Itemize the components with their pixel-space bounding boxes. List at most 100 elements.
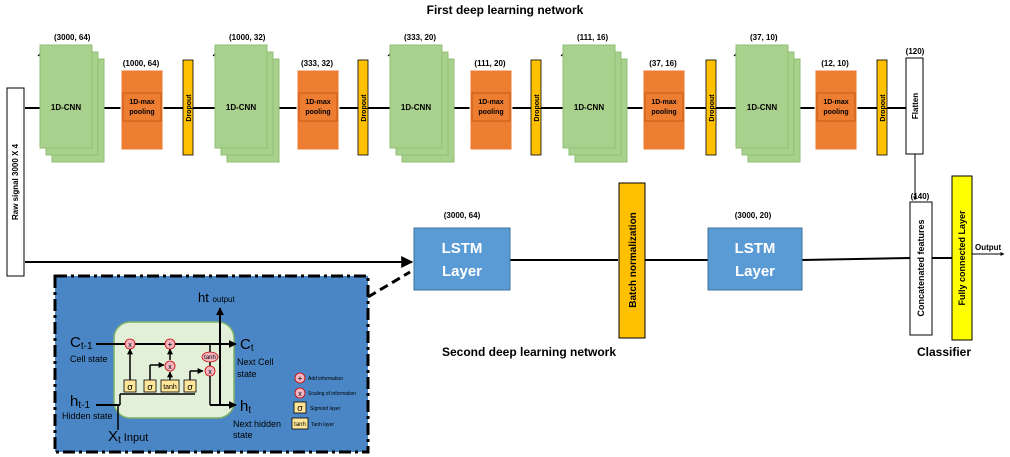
- cnn-stage-4: (111, 16) 1D-CNN: [560, 33, 628, 163]
- forget-sigmoid-box: [123, 379, 137, 393]
- output-scale-op: [204, 365, 216, 377]
- legend-scale-label: Scaling of information: [308, 391, 356, 397]
- cnn-label: 1D-CNN: [226, 103, 256, 112]
- pool-label-1: 1D-max: [823, 99, 848, 106]
- first-network-title: First deep learning network: [427, 3, 584, 17]
- output-label: Output: [975, 243, 1002, 252]
- legend-tanh-label: Tanh layer: [311, 422, 334, 428]
- lstm2-shape: (3000, 20): [735, 211, 772, 220]
- cnn-shape-3: (333, 20): [404, 33, 436, 42]
- pool-label-2: pooling: [651, 109, 676, 116]
- cnn-label: 1D-CNN: [574, 103, 604, 112]
- flatten-block: (120) Flatten: [905, 47, 925, 155]
- classifier-title: Classifier: [917, 345, 971, 359]
- flatten-label: Flatten: [911, 93, 920, 119]
- pool-label-1: 1D-max: [478, 99, 503, 106]
- pool-core: [644, 92, 684, 122]
- lstm1-shape: (3000, 64): [444, 211, 481, 220]
- concat-shape: (140): [911, 192, 930, 201]
- h-prev-label: ht-1: [70, 393, 90, 411]
- lstm2-label-line1: LSTM: [735, 240, 776, 257]
- pool-shape-2: (333, 32): [301, 59, 333, 68]
- output-sigmoid-label: σ: [187, 382, 193, 392]
- cnn-stage-3: (333, 20) 1D-CNN: [387, 33, 455, 163]
- dropout-block: [182, 59, 194, 156]
- pool-stage-3: (111, 20) 1D-max pooling: [469, 59, 513, 151]
- cnn-shape-1: (3000, 64): [54, 33, 91, 42]
- c-next-label: Ct: [240, 336, 254, 354]
- pool-label-2: pooling: [129, 109, 154, 116]
- dropout-label: Dropout: [361, 94, 368, 122]
- lstm2-to-concat-line: [801, 257, 911, 261]
- dropout-4: Dropout: [705, 59, 717, 156]
- dropout-label: Dropout: [880, 94, 887, 122]
- h-next-desc-1: Next hidden: [233, 419, 281, 429]
- feature-map: [562, 44, 616, 149]
- add-symbol: +: [168, 340, 173, 349]
- legend-sigmoid-icon: [293, 401, 307, 414]
- legend-sigmoid-symbol: σ: [297, 403, 303, 413]
- callout-dash: [367, 270, 411, 299]
- feature-map: [214, 44, 268, 149]
- c-next-desc-2: state: [237, 369, 257, 379]
- pool-shape-3: (111, 20): [474, 59, 505, 68]
- output-sigmoid-box: [183, 379, 197, 393]
- pool-label-2: pooling: [478, 109, 503, 116]
- input-scale-op: [164, 360, 176, 372]
- pool-label-1: 1D-max: [305, 99, 330, 106]
- dropout-label: Dropout: [534, 94, 541, 122]
- raw-signal-input: Raw signal 3000 X 4: [6, 87, 25, 277]
- feature-map: [389, 44, 443, 149]
- pool-label-1: 1D-max: [129, 99, 154, 106]
- pool-label-2: pooling: [305, 109, 330, 116]
- cnn-shape-5: (37, 10): [750, 33, 778, 42]
- dropout-block: [530, 59, 542, 156]
- h-next-label: ht: [240, 398, 251, 416]
- fully-connected-block: Fully connected Layer: [951, 175, 973, 341]
- candidate-tanh-box: [160, 379, 180, 393]
- pool-shape-5: (12, 10): [821, 59, 849, 68]
- candidate-tanh-label: tanh: [163, 384, 177, 391]
- forget-scale-op: [124, 338, 136, 350]
- cell-tanh-op: [201, 351, 219, 363]
- pool-stage-2: (333, 32) 1D-max pooling: [296, 59, 340, 151]
- dropout-block: [705, 59, 717, 156]
- cnn-label: 1D-CNN: [747, 103, 777, 112]
- cnn-shape-4: (111, 16): [577, 33, 608, 42]
- feature-map: [735, 44, 789, 149]
- concat-block: (140) Concatenated features: [909, 192, 933, 336]
- batch-normalization-block: Batch normalization: [618, 182, 646, 339]
- lstm2-label-line2: Layer: [735, 263, 775, 280]
- second-network-title: Second deep learning network: [442, 345, 616, 359]
- fc-label: Fully connected Layer: [957, 210, 967, 306]
- dropout-label: Dropout: [709, 94, 716, 122]
- input-sigmoid-label: σ: [147, 382, 153, 392]
- pool-core: [122, 92, 162, 122]
- pool-core: [816, 92, 856, 122]
- dropout-block: [357, 59, 369, 156]
- legend-scale-symbol: x: [298, 391, 302, 398]
- forget-scale-symbol: x: [128, 342, 132, 349]
- concat-label: Concatenated features: [916, 219, 926, 316]
- input-scale-symbol: x: [168, 364, 172, 371]
- dropout-3: Dropout: [530, 59, 542, 156]
- h-prev-desc: Hidden state: [62, 411, 113, 421]
- pool-stage-4: (37, 16) 1D-max pooling: [642, 59, 686, 151]
- pool-shape-4: (37, 16): [649, 59, 677, 68]
- lstm1-label-line1: LSTM: [442, 240, 483, 257]
- legend-add-symbol: +: [298, 374, 303, 383]
- lstm-layer-1: (3000, 64) LSTM Layer: [413, 211, 511, 291]
- feature-map: [39, 44, 93, 149]
- c-prev-label: Ct-1: [70, 334, 93, 352]
- cnn-label: 1D-CNN: [401, 103, 431, 112]
- pool-label-1: 1D-max: [651, 99, 676, 106]
- legend-tanh-icon: [291, 417, 309, 430]
- cnn-shape-2: (1000, 32): [229, 33, 266, 42]
- forget-sigmoid-label: σ: [127, 382, 133, 392]
- batchnorm-label: Batch normalization: [628, 212, 639, 308]
- c-prev-desc: Cell state: [70, 354, 108, 364]
